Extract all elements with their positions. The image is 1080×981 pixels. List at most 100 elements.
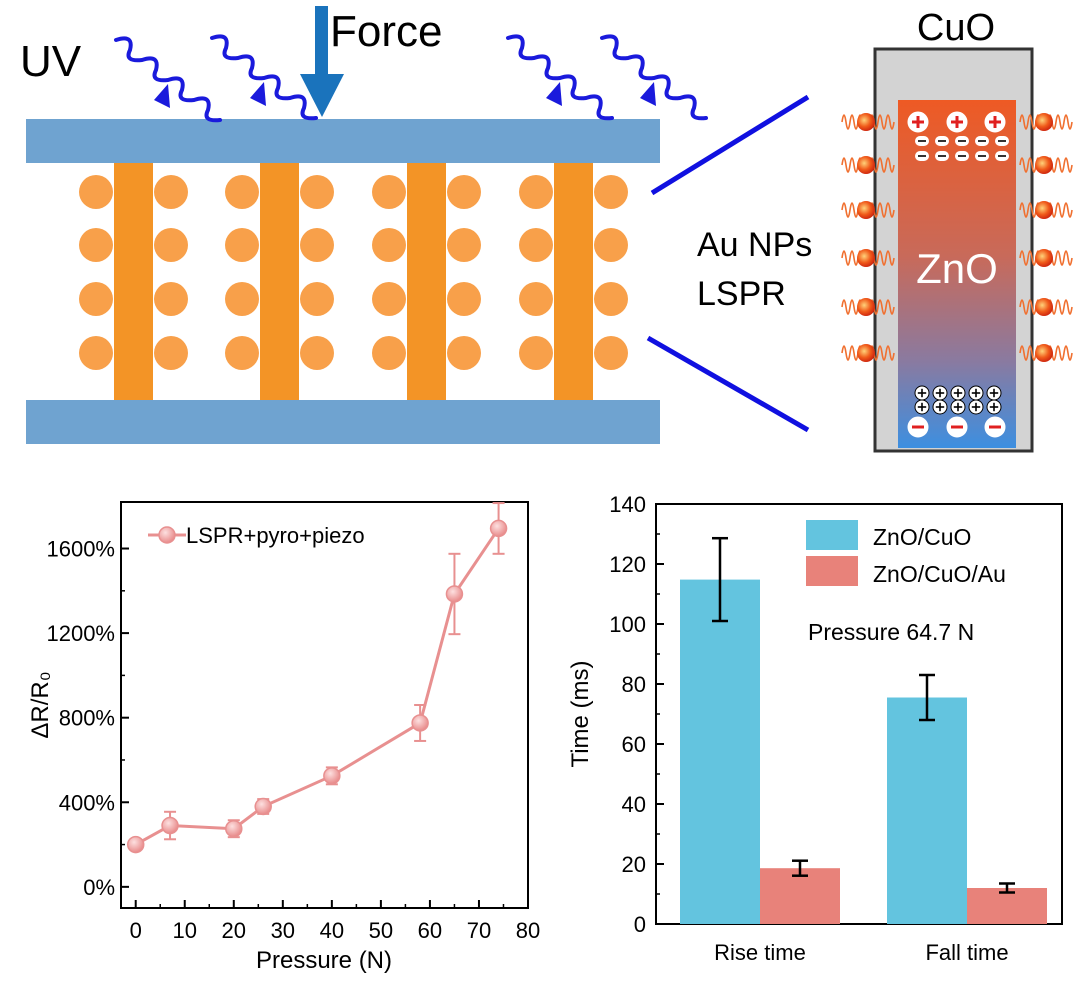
au-nps-label: Au NPs	[697, 226, 812, 264]
y-tick-label: 140	[609, 492, 646, 517]
nanorod	[407, 163, 446, 400]
nanoparticle	[154, 282, 188, 316]
y-tick-label: 20	[622, 852, 646, 877]
x-tick-label: 80	[516, 918, 540, 943]
bar	[680, 579, 760, 924]
nanoparticle	[372, 282, 406, 316]
au-nanoparticle-icon	[857, 201, 875, 219]
y-tick-label: 800%	[59, 706, 115, 731]
bottom-substrate	[26, 400, 660, 444]
line-chart-frame	[120, 501, 529, 909]
zno-label: ZnO	[916, 245, 998, 292]
charge-distribution	[907, 111, 1009, 438]
top-substrate	[26, 119, 660, 163]
au-nanoparticle-icon	[857, 249, 875, 267]
nanoparticle	[225, 336, 259, 370]
nanoparticle	[300, 336, 334, 370]
nanorod	[554, 163, 593, 400]
legend-swatch-zno-cuo	[806, 520, 858, 550]
x-tick-label: 40	[320, 918, 344, 943]
data-point	[225, 819, 243, 838]
legend-series-label: LSPR+pyro+piezo	[186, 523, 365, 548]
bar-chart-ylabel: Time (ms)	[567, 660, 594, 767]
x-tick-label: 70	[467, 918, 491, 943]
nanoparticle-array	[79, 175, 628, 370]
line-chart-legend: LSPR+pyro+piezo	[148, 523, 365, 548]
cuo-label: CuO	[917, 7, 995, 49]
data-point	[254, 797, 272, 816]
data-point	[411, 714, 429, 732]
x-tick-label: Fall time	[925, 940, 1008, 965]
nanoparticle	[447, 175, 481, 209]
legend-swatch-zno-cuo-au	[806, 556, 858, 586]
nanoparticle	[154, 336, 188, 370]
au-nanoparticle-icon	[1035, 344, 1053, 362]
nanoparticle	[594, 228, 628, 262]
nanoparticle	[519, 336, 553, 370]
nanoparticle	[154, 228, 188, 262]
bar-chart-series	[680, 536, 1047, 924]
x-tick-label: 0	[130, 918, 142, 943]
nanoparticle	[225, 228, 259, 262]
x-tick-label: Rise time	[714, 940, 806, 965]
device-schematic: Force UV	[20, 6, 708, 444]
nanoparticle	[447, 228, 481, 262]
au-nanoparticle-icon	[857, 156, 875, 174]
au-nanoparticle-icon	[1035, 113, 1053, 131]
au-nanoparticle-icon	[857, 113, 875, 131]
line-chart-ylabel: ΔR/R₀	[27, 671, 54, 738]
y-tick-label: 400%	[59, 790, 115, 815]
au-nanoparticle-icon	[1035, 201, 1053, 219]
y-tick-label: 100	[609, 612, 646, 637]
uv-arrowhead-icon	[546, 82, 562, 106]
x-tick-label: 30	[271, 918, 295, 943]
data-point	[323, 767, 341, 785]
nanoparticle	[154, 175, 188, 209]
nanoparticle	[594, 282, 628, 316]
au-nanoparticle-icon	[1035, 298, 1053, 316]
y-tick-label: 60	[622, 732, 646, 757]
x-tick-label: 60	[418, 918, 442, 943]
nanoparticle	[300, 175, 334, 209]
nanoparticle	[447, 282, 481, 316]
data-point	[445, 585, 464, 603]
uv-wave-icon	[600, 34, 708, 121]
nanoparticle	[372, 175, 406, 209]
bar	[887, 697, 967, 924]
legend-label-zno-cuo-au: ZnO/CuO/Au	[873, 561, 1006, 587]
series-line	[134, 527, 500, 846]
uv-wave-icon	[506, 34, 614, 121]
nanoparticle	[79, 175, 113, 209]
data-point	[489, 519, 508, 538]
uv-wave-icon	[114, 36, 222, 123]
nanoparticle	[79, 228, 113, 262]
force-arrow-icon	[300, 6, 344, 117]
nanoparticle	[594, 175, 628, 209]
y-tick-label: 40	[622, 792, 646, 817]
x-tick-label: 10	[173, 918, 197, 943]
bar-chart-legend: ZnO/CuO ZnO/CuO/Au	[806, 520, 1006, 587]
uv-light-waves	[114, 34, 708, 123]
nanoparticle	[447, 336, 481, 370]
y-tick-label: 1200%	[46, 621, 115, 646]
bar	[967, 888, 1047, 924]
uv-arrowhead-icon	[640, 82, 656, 106]
x-tick-label: 20	[222, 918, 246, 943]
line-chart-series	[126, 502, 508, 854]
uv-arrowhead-icon	[250, 82, 266, 106]
line-chart-xlabel: Pressure (N)	[256, 947, 392, 974]
bar	[760, 868, 840, 924]
au-nanoparticle-icon	[1035, 249, 1053, 267]
zoom-line-top	[650, 94, 810, 196]
data-point	[161, 816, 179, 835]
nanoparticle	[300, 282, 334, 316]
legend-marker	[158, 526, 176, 544]
uv-label: UV	[20, 37, 82, 86]
lspr-label: LSPR	[697, 275, 786, 313]
uv-wave-icon	[210, 34, 318, 121]
y-tick-label: 0%	[83, 875, 115, 900]
